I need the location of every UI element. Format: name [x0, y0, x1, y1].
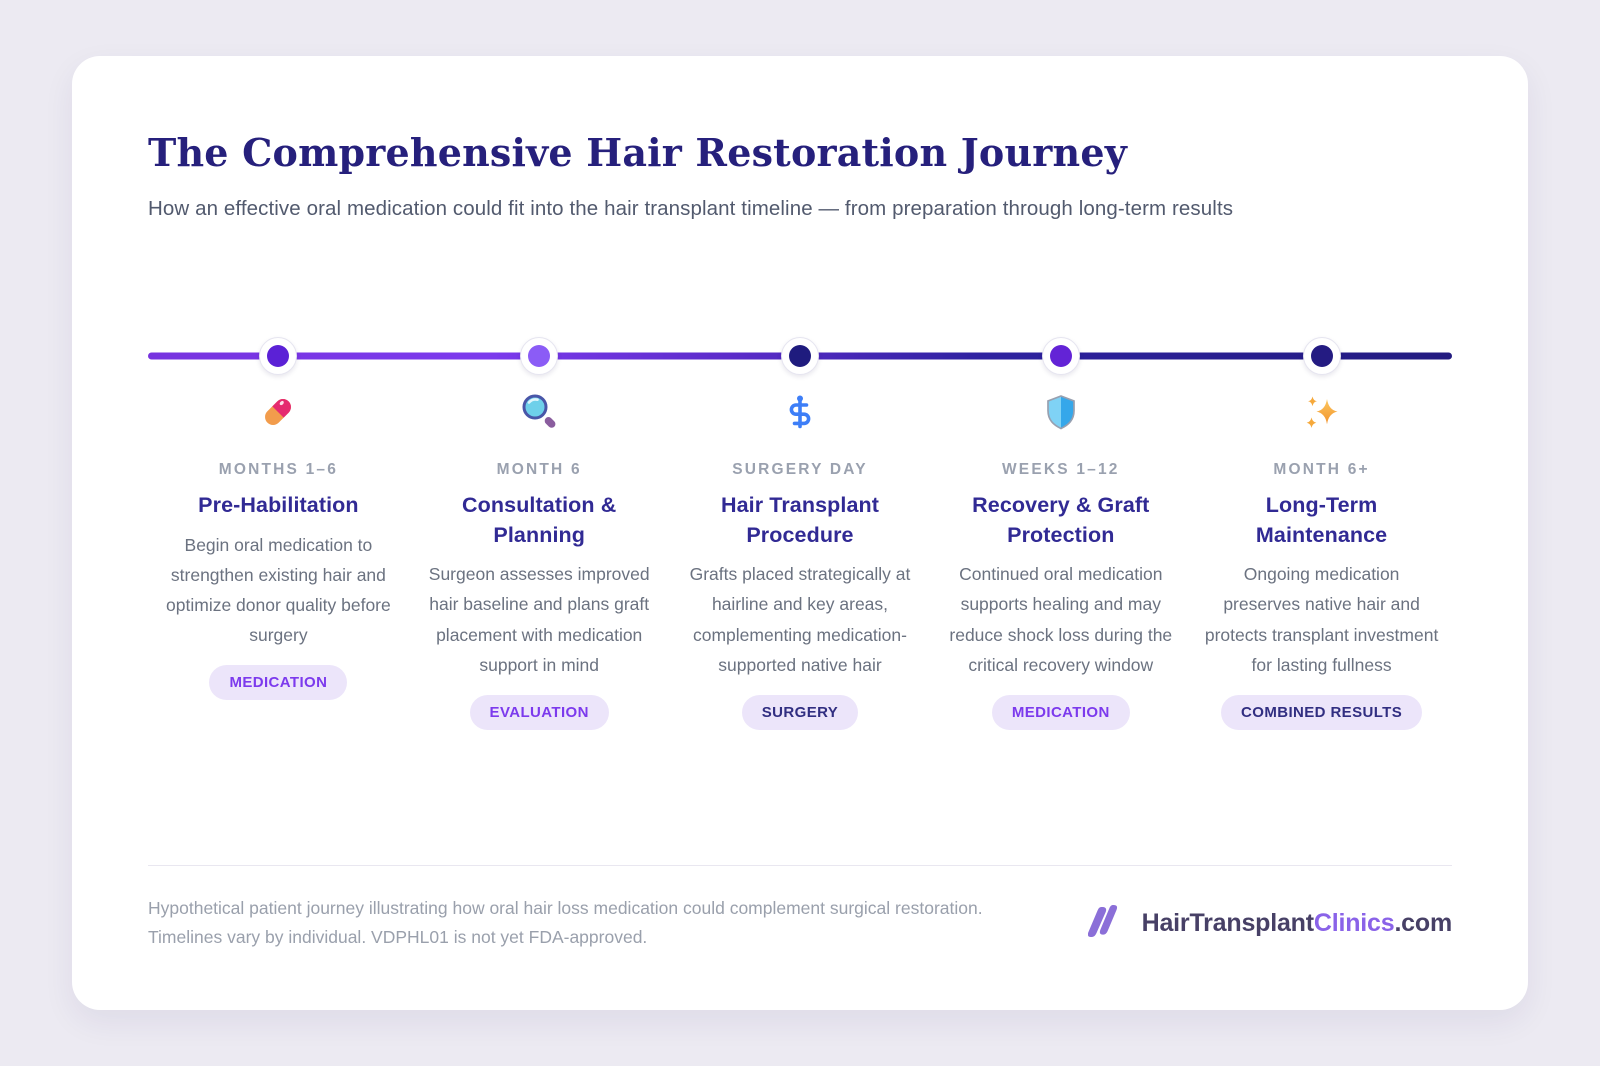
- timeline-node: [780, 337, 819, 375]
- brand-logo-icon: [1087, 901, 1134, 946]
- timeline-node: [1302, 337, 1341, 375]
- brand-name: HairTransplantClinics.com: [1141, 908, 1453, 938]
- timeline-node: [259, 337, 298, 375]
- disclaimer-text: Hypothetical patient journey illustratin…: [148, 898, 983, 948]
- timeline-node-dot: [1049, 345, 1072, 367]
- step-title: Hair Transplant Procedure: [720, 493, 879, 547]
- sparkles-icon: [1302, 392, 1342, 432]
- timeline-step-recovery: WEEKS 1–12 Recovery & Graft Protection C…: [930, 337, 1191, 730]
- step-title: Recovery & Graft Protection: [972, 493, 1150, 547]
- step-period: MONTHS 1–6: [218, 461, 339, 478]
- infographic-card: The Comprehensive Hair Restoration Journ…: [72, 56, 1528, 1010]
- step-description: Surgeon assesses improved hair baseline …: [428, 564, 650, 675]
- timeline-node-dot: [788, 345, 811, 367]
- step-title: Long-Term Maintenance: [1255, 493, 1388, 547]
- step-description: Ongoing medication preserves native hair…: [1204, 564, 1439, 675]
- timeline-node: [520, 337, 559, 375]
- timeline-step-maintenance: MONTH 6+ Long-Term Maintenance Ongoing m…: [1191, 337, 1452, 730]
- timeline-step-procedure: SURGERY DAY Hair Transplant Procedure Gr…: [670, 337, 931, 730]
- timeline-node-dot: [267, 345, 290, 367]
- timeline: MONTHS 1–6 Pre-Habilitation Begin oral m…: [148, 337, 1452, 730]
- timeline-columns: MONTHS 1–6 Pre-Habilitation Begin oral m…: [148, 337, 1452, 730]
- timeline-node-dot: [528, 345, 551, 367]
- step-badge: EVALUATION: [469, 694, 609, 730]
- page-subtitle: How an effective oral medication could f…: [148, 197, 1234, 220]
- step-title: Consultation & Planning: [462, 493, 617, 547]
- timeline-step-prehabilitation: MONTHS 1–6 Pre-Habilitation Begin oral m…: [148, 337, 409, 730]
- timeline-node-dot: [1310, 345, 1333, 367]
- brand-logo: HairTransplantClinics.com: [1087, 901, 1453, 946]
- step-period: MONTH 6: [496, 461, 582, 478]
- step-badge: MEDICATION: [991, 694, 1130, 730]
- pill-icon: [258, 392, 298, 432]
- step-period: SURGERY DAY: [732, 461, 868, 478]
- timeline-node: [1041, 337, 1080, 375]
- step-description: Continued oral medication supports heali…: [949, 564, 1173, 675]
- step-badge: MEDICATION: [209, 665, 348, 701]
- step-badge: COMBINED RESULTS: [1221, 694, 1423, 730]
- page-title: The Comprehensive Hair Restoration Journ…: [148, 130, 1127, 175]
- step-badge: SURGERY: [741, 694, 859, 730]
- step-description: Grafts placed strategically at hairline …: [689, 564, 911, 675]
- timeline-step-consultation: MONTH 6 Consultation & Planning Surgeon …: [409, 337, 670, 730]
- step-description: Begin oral medication to strengthen exis…: [166, 534, 391, 645]
- magnifying-glass-icon: [519, 392, 559, 432]
- brand-part-2: Clinics: [1313, 908, 1395, 937]
- medical-symbol-icon: [780, 392, 820, 432]
- step-period: WEEKS 1–12: [1001, 461, 1120, 478]
- footer: Hypothetical patient journey illustratin…: [148, 865, 1452, 952]
- step-period: MONTH 6+: [1273, 461, 1370, 478]
- step-title: Pre-Habilitation: [198, 493, 359, 517]
- brand-part-1: HairTransplant: [1141, 908, 1314, 937]
- brand-part-3: .com: [1394, 908, 1452, 937]
- shield-icon: [1041, 392, 1081, 432]
